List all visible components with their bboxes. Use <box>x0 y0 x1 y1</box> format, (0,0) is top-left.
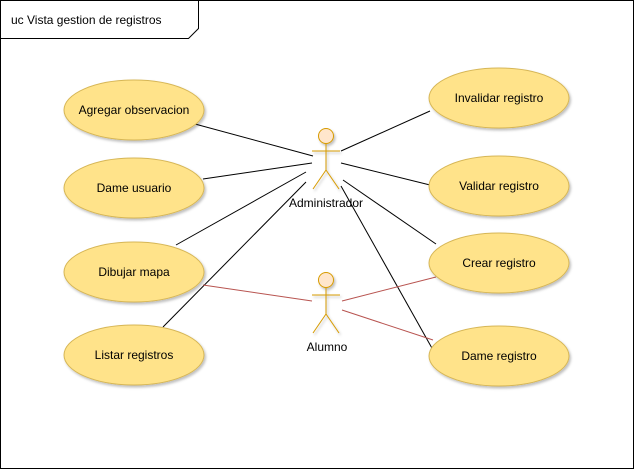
link-admin-dame-usuario <box>202 162 313 180</box>
usecase-dame-usuario[interactable]: Dame usuario <box>63 157 205 219</box>
usecase-label: Crear registro <box>462 256 536 270</box>
usecase-shape <box>63 241 205 303</box>
actor-leg-left <box>312 169 327 190</box>
usecase-shape <box>63 79 205 141</box>
usecase-dibujar-mapa[interactable]: Dibujar mapa <box>63 241 205 303</box>
usecase-shape <box>63 157 205 219</box>
usecase-agregar-observacion[interactable]: Agregar observacion <box>63 79 205 141</box>
usecase-invalidar-registro[interactable]: Invalidar registro <box>428 67 570 129</box>
usecase-label: Invalidar registro <box>455 91 544 105</box>
usecase-shape <box>428 67 570 129</box>
actor-leg-left <box>312 313 327 334</box>
link-admin-dame-registro <box>340 185 434 351</box>
frame-title: uc Vista gestion de registros <box>11 13 162 27</box>
link-admin-invalidar <box>340 110 431 152</box>
usecase-label: Dame registro <box>461 349 537 363</box>
link-admin-agregar <box>194 123 314 157</box>
link-admin-crear <box>342 179 437 245</box>
usecase-dame-registro[interactable]: Dame registro <box>428 325 570 387</box>
actor-administrador-label: Administrador <box>289 196 363 210</box>
link-alumno-dame-registro <box>341 309 434 341</box>
admin-associations <box>162 110 437 351</box>
usecase-label: Dame usuario <box>97 181 172 195</box>
student-associations <box>202 276 437 341</box>
usecase-label: Validar registro <box>459 179 539 193</box>
usecase-shape <box>63 324 205 386</box>
link-admin-validar <box>340 162 431 186</box>
usecase-shape <box>428 325 570 387</box>
actor-head <box>318 128 334 144</box>
actor-alumno[interactable] <box>312 272 340 334</box>
usecase-shape <box>428 155 570 217</box>
usecase-label: Agregar observacion <box>79 103 190 117</box>
frame-title-tab <box>0 0 199 39</box>
actor-administrador[interactable] <box>312 128 340 190</box>
link-alumno-crear <box>341 276 437 302</box>
usecase-crear-registro[interactable]: Crear registro <box>428 232 570 294</box>
link-admin-listar <box>162 181 307 328</box>
usecase-listar-registros[interactable]: Listar registros <box>63 324 205 386</box>
usecase-label: Listar registros <box>95 348 174 362</box>
usecase-validar-registro[interactable]: Validar registro <box>428 155 570 217</box>
usecase-label: Dibujar mapa <box>98 265 170 279</box>
actor-leg-right <box>325 169 340 190</box>
actor-leg-right <box>325 313 340 334</box>
actor-head <box>318 272 334 288</box>
usecase-shape <box>428 232 570 294</box>
link-admin-dibujar <box>175 171 307 246</box>
actor-alumno-label: Alumno <box>307 340 348 354</box>
link-alumno-dibujar <box>202 284 313 302</box>
